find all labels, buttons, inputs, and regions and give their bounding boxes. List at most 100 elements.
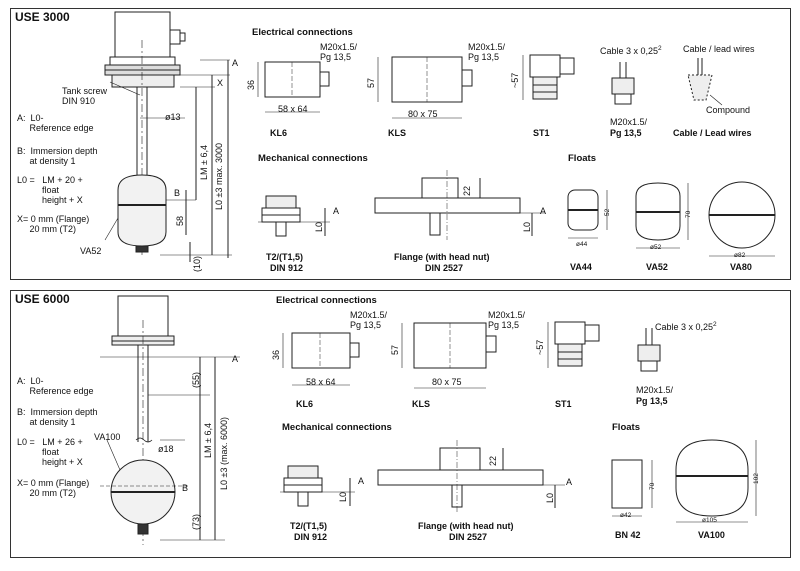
use3000-dim-a: A: [232, 58, 239, 68]
use6000-float-va100: [675, 439, 749, 517]
use3000-cable-text: Cable 3 x 0,25: [600, 46, 659, 56]
use3000-floats-heading: Floats: [568, 153, 596, 164]
use6000-mechanical-heading: Mechanical connections: [282, 422, 392, 433]
use6000-flange-name1: Flange (with head nut): [418, 521, 514, 531]
use6000-flange: [377, 469, 544, 486]
use3000-cable-thread2: Pg 13,5: [610, 128, 642, 138]
use3000-b-label: B: Immersion depth at density 1: [17, 146, 98, 166]
use6000-head: [117, 295, 169, 337]
use6000-x-label: X= 0 mm (Flange) 20 mm (T2): [17, 478, 90, 498]
use3000-kl6-thread: M20x1.5/ Pg 13,5: [320, 42, 358, 62]
use6000-float-name: VA100: [94, 432, 121, 442]
use6000-cable-sup: 2: [713, 321, 717, 328]
use6000-cable-gland: [637, 344, 661, 362]
use6000-dim-b: B: [182, 483, 189, 493]
use6000-bn42-d: ø42: [620, 512, 632, 519]
use6000-title: USE 6000: [15, 292, 70, 306]
use3000-kls-width: 80 x 75: [408, 109, 438, 119]
use6000-flange-22: 22: [488, 455, 498, 466]
use3000-compound-label: Compound: [706, 105, 751, 115]
use3000-t2-a: A: [333, 206, 340, 216]
use6000-l0-label: L0 = LM + 26 + float height + X: [17, 437, 83, 467]
use6000-st1-height: ~57: [535, 339, 545, 355]
use3000-lead-label: Cable / lead wires: [683, 44, 755, 54]
use3000-flange-name1: Flange (with head nut): [394, 252, 490, 262]
use6000-va100-d: ø105: [702, 517, 717, 524]
use3000-kl6-box: [264, 61, 321, 98]
use6000-a-label: A: L0- Reference edge: [17, 376, 94, 396]
use3000-lead-name: Cable / Lead wires: [673, 128, 752, 138]
use6000-bn42-name: BN 42: [615, 530, 641, 540]
use6000-dim-d18: ø18: [158, 444, 174, 454]
use3000-mechanical-heading: Mechanical connections: [258, 153, 368, 164]
use6000-t2-name1: T2/(T1,5): [290, 521, 328, 531]
use6000-dim-l0: L0 ±3 (max. 6000): [219, 417, 229, 490]
use6000-kls-height: 57: [390, 344, 400, 355]
use6000-t2-nut: [287, 465, 319, 479]
use3000-float-name: VA52: [80, 246, 102, 256]
use3000-t2-name2: DIN 912: [270, 263, 304, 273]
use3000-panel: [10, 8, 791, 280]
use6000-flange-name2: DIN 2527: [449, 532, 488, 542]
use6000-kl6-box: [291, 332, 351, 369]
use6000-electrical-heading: Electrical connections: [276, 295, 377, 306]
use6000-kl6-width: 58 x 64: [306, 377, 336, 387]
use6000-dim-lm: LM ± 6,4: [203, 423, 213, 458]
use3000-st1-name: ST1: [533, 128, 550, 138]
use3000-compound: [687, 74, 713, 101]
use6000-va100-name: VA100: [698, 530, 725, 540]
use3000-flange-a: A: [540, 206, 547, 216]
use3000-l0-label: L0 = LM + 20 + float height + X: [17, 175, 83, 205]
use6000-floats-heading: Floats: [612, 422, 640, 433]
use3000-float: [117, 174, 167, 247]
use3000-va80-name: VA80: [730, 262, 752, 272]
use3000-flange-name2: DIN 2527: [425, 263, 464, 273]
use3000-dim-d13: ø13: [165, 112, 181, 122]
use6000-dim-73: (73): [191, 513, 201, 530]
use6000-dim-55: (55): [191, 371, 201, 388]
use3000-electrical-heading: Electrical connections: [252, 27, 353, 38]
use6000-panel: [10, 290, 791, 558]
use6000-flange-l0: L0: [545, 492, 555, 503]
use6000-va100-h: 102: [753, 473, 760, 484]
use6000-kl6-thread: M20x1.5/ Pg 13,5: [350, 310, 388, 330]
use3000-a-label: A: L0- Reference edge: [17, 113, 94, 133]
use3000-title: USE 3000: [15, 10, 70, 24]
use3000-va80-d: ø82: [734, 252, 746, 259]
use6000-kls-name: KLS: [412, 399, 430, 409]
use3000-va52-d: ø52: [650, 244, 662, 251]
use6000-cable-thread2: Pg 13,5: [636, 396, 668, 406]
use6000-t2-l0: L0: [338, 491, 348, 502]
use3000-dim-x: X: [217, 78, 224, 88]
use3000-kl6-width: 58 x 64: [278, 104, 308, 114]
use6000-float-bn42: [611, 459, 643, 509]
use6000-flange-a: A: [566, 477, 573, 487]
use3000-kl6-name: KL6: [270, 128, 288, 138]
use6000-cable-label: Cable 3 x 0,252: [655, 320, 717, 332]
use6000-kl6-name: KL6: [296, 399, 314, 409]
use6000-st1-plug: [554, 321, 586, 345]
use3000-va52-name: VA52: [646, 262, 668, 272]
use6000-kls-width: 80 x 75: [432, 377, 462, 387]
use6000-dim-a: A: [232, 354, 239, 364]
use6000-cable-text: Cable 3 x 0,25: [655, 322, 714, 332]
use3000-va44-name: VA44: [570, 262, 592, 272]
use3000-t2-name1: T2/(T1,5): [266, 252, 304, 262]
use6000-t2-name2: DIN 912: [294, 532, 328, 542]
use6000-kl6-height: 36: [271, 349, 281, 360]
use3000-va44-d: ø44: [576, 241, 588, 248]
use3000-cable-thread1: M20x1.5/: [610, 117, 648, 127]
use3000-kls-thread: M20x1.5/ Pg 13,5: [468, 42, 506, 62]
use6000-t2-a: A: [358, 476, 365, 486]
use6000-bn42-h: 70: [649, 482, 656, 490]
use3000-cable-label: Cable 3 x 0,252: [600, 44, 662, 56]
use6000-b-label: B: Immersion depth at density 1: [17, 407, 98, 427]
use3000-kls-name: KLS: [388, 128, 406, 138]
use3000-cable-sup: 2: [658, 45, 662, 52]
use3000-x-label: X= 0 mm (Flange) 20 mm (T2): [17, 214, 90, 234]
use3000-tank-screw-label: Tank screw DIN 910: [62, 86, 108, 106]
use6000-kls-thread: M20x1.5/ Pg 13,5: [488, 310, 526, 330]
use6000-cable-thread1: M20x1.5/: [636, 385, 674, 395]
use3000-dim-b: B: [174, 188, 181, 198]
